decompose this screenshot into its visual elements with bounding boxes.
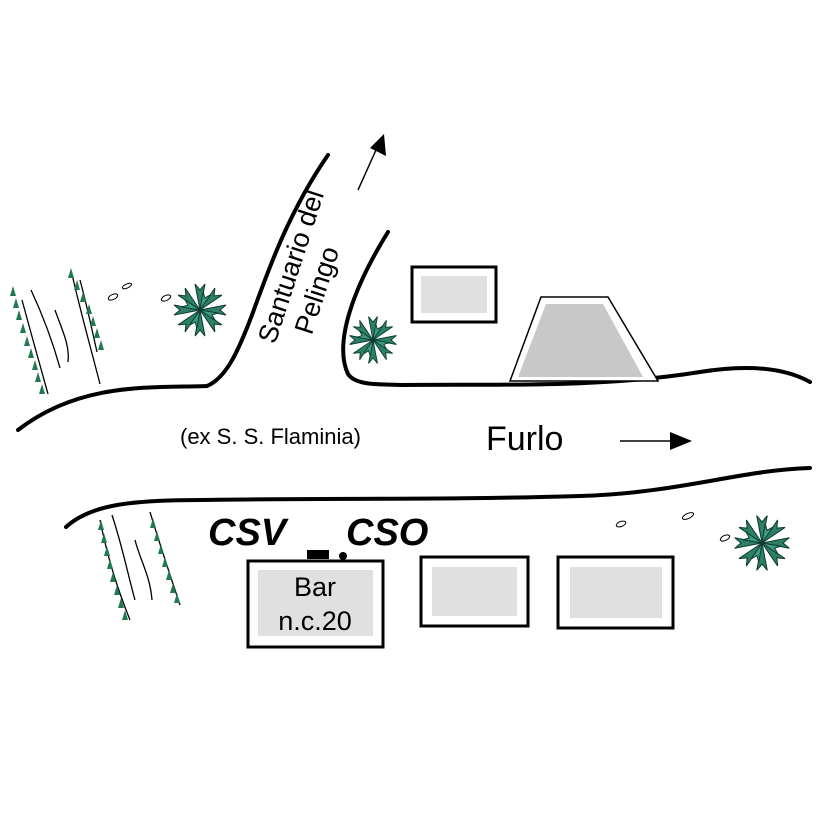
bar-label-line-1: Bar (294, 572, 336, 602)
building-south-3 (556, 555, 675, 630)
main-road-north-edge (16, 153, 330, 432)
tree-icon (734, 515, 790, 571)
stream-north (21, 273, 101, 395)
bus-stop-icon (307, 550, 347, 560)
building-bar: Bar n.c.20 (246, 559, 385, 649)
arrow-icon (620, 432, 692, 450)
main-road-north-edge-east (341, 230, 812, 388)
direction-label: Furlo (486, 420, 563, 458)
stop-label-csv: CSV (208, 512, 289, 554)
building-north-2 (508, 296, 660, 382)
grass-tuft-icon (10, 268, 104, 394)
bar-label-line-2: n.c.20 (278, 606, 352, 636)
tree-icon (173, 283, 227, 337)
building-south-2 (419, 555, 530, 628)
arrow-icon (357, 134, 386, 191)
tree-icon (349, 316, 397, 364)
building-north-1 (410, 265, 498, 324)
stop-label-cso: CSO (346, 512, 428, 554)
pebble-marks (107, 282, 731, 542)
main-road-south-edge (64, 466, 812, 529)
road-subtitle-label: (ex S. S. Flaminia) (180, 424, 361, 449)
